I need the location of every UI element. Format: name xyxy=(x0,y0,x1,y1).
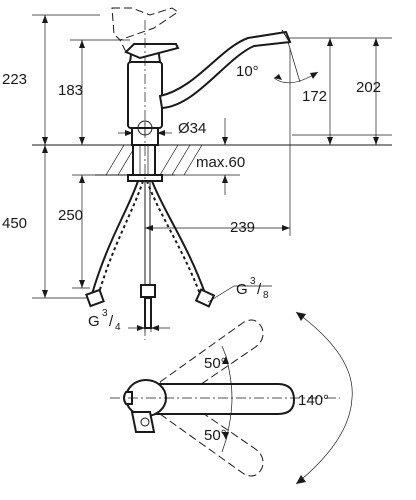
label-hose-length-total: 450 xyxy=(2,215,27,232)
label-spout-reach: 239 xyxy=(230,219,255,236)
svg-text:G: G xyxy=(236,281,248,298)
vertical-dimensions xyxy=(42,15,379,298)
svg-text:8: 8 xyxy=(263,290,269,301)
hoses xyxy=(85,180,216,329)
label-hose-thread: G 3 / 4 xyxy=(88,308,121,333)
label-swivel-total: 140° xyxy=(298,392,329,409)
label-body-height: 183 xyxy=(58,82,83,99)
svg-text:/: / xyxy=(109,313,114,330)
extension-lines xyxy=(32,14,392,299)
dimension-labels: 223 183 10° 172 202 Ø34 max.60 450 250 2… xyxy=(2,63,381,444)
label-swivel-upper: 50° xyxy=(204,355,227,372)
lever-handle xyxy=(111,7,180,60)
svg-text:/: / xyxy=(257,281,262,298)
swivel-top-view xyxy=(110,311,353,485)
spout xyxy=(158,29,292,110)
horizontal-dimensions xyxy=(118,48,291,332)
label-overall-height: 223 xyxy=(2,71,27,88)
label-supply-thread: G 3 / 8 xyxy=(236,276,269,301)
svg-text:G: G xyxy=(88,313,100,330)
label-hose-length: 250 xyxy=(58,207,83,224)
svg-text:3: 3 xyxy=(102,308,108,319)
label-outlet-height: 172 xyxy=(302,88,327,105)
label-spout-angle: 10° xyxy=(236,63,259,80)
svg-text:4: 4 xyxy=(115,322,121,333)
label-hole-diameter: Ø34 xyxy=(178,120,206,137)
label-max-thickness: max.60 xyxy=(196,154,245,171)
spout-angle-marker xyxy=(273,41,319,84)
svg-text:3: 3 xyxy=(250,276,256,287)
label-spout-top-height: 202 xyxy=(356,79,381,96)
countertop xyxy=(32,144,392,182)
label-swivel-lower: 50° xyxy=(204,427,227,444)
